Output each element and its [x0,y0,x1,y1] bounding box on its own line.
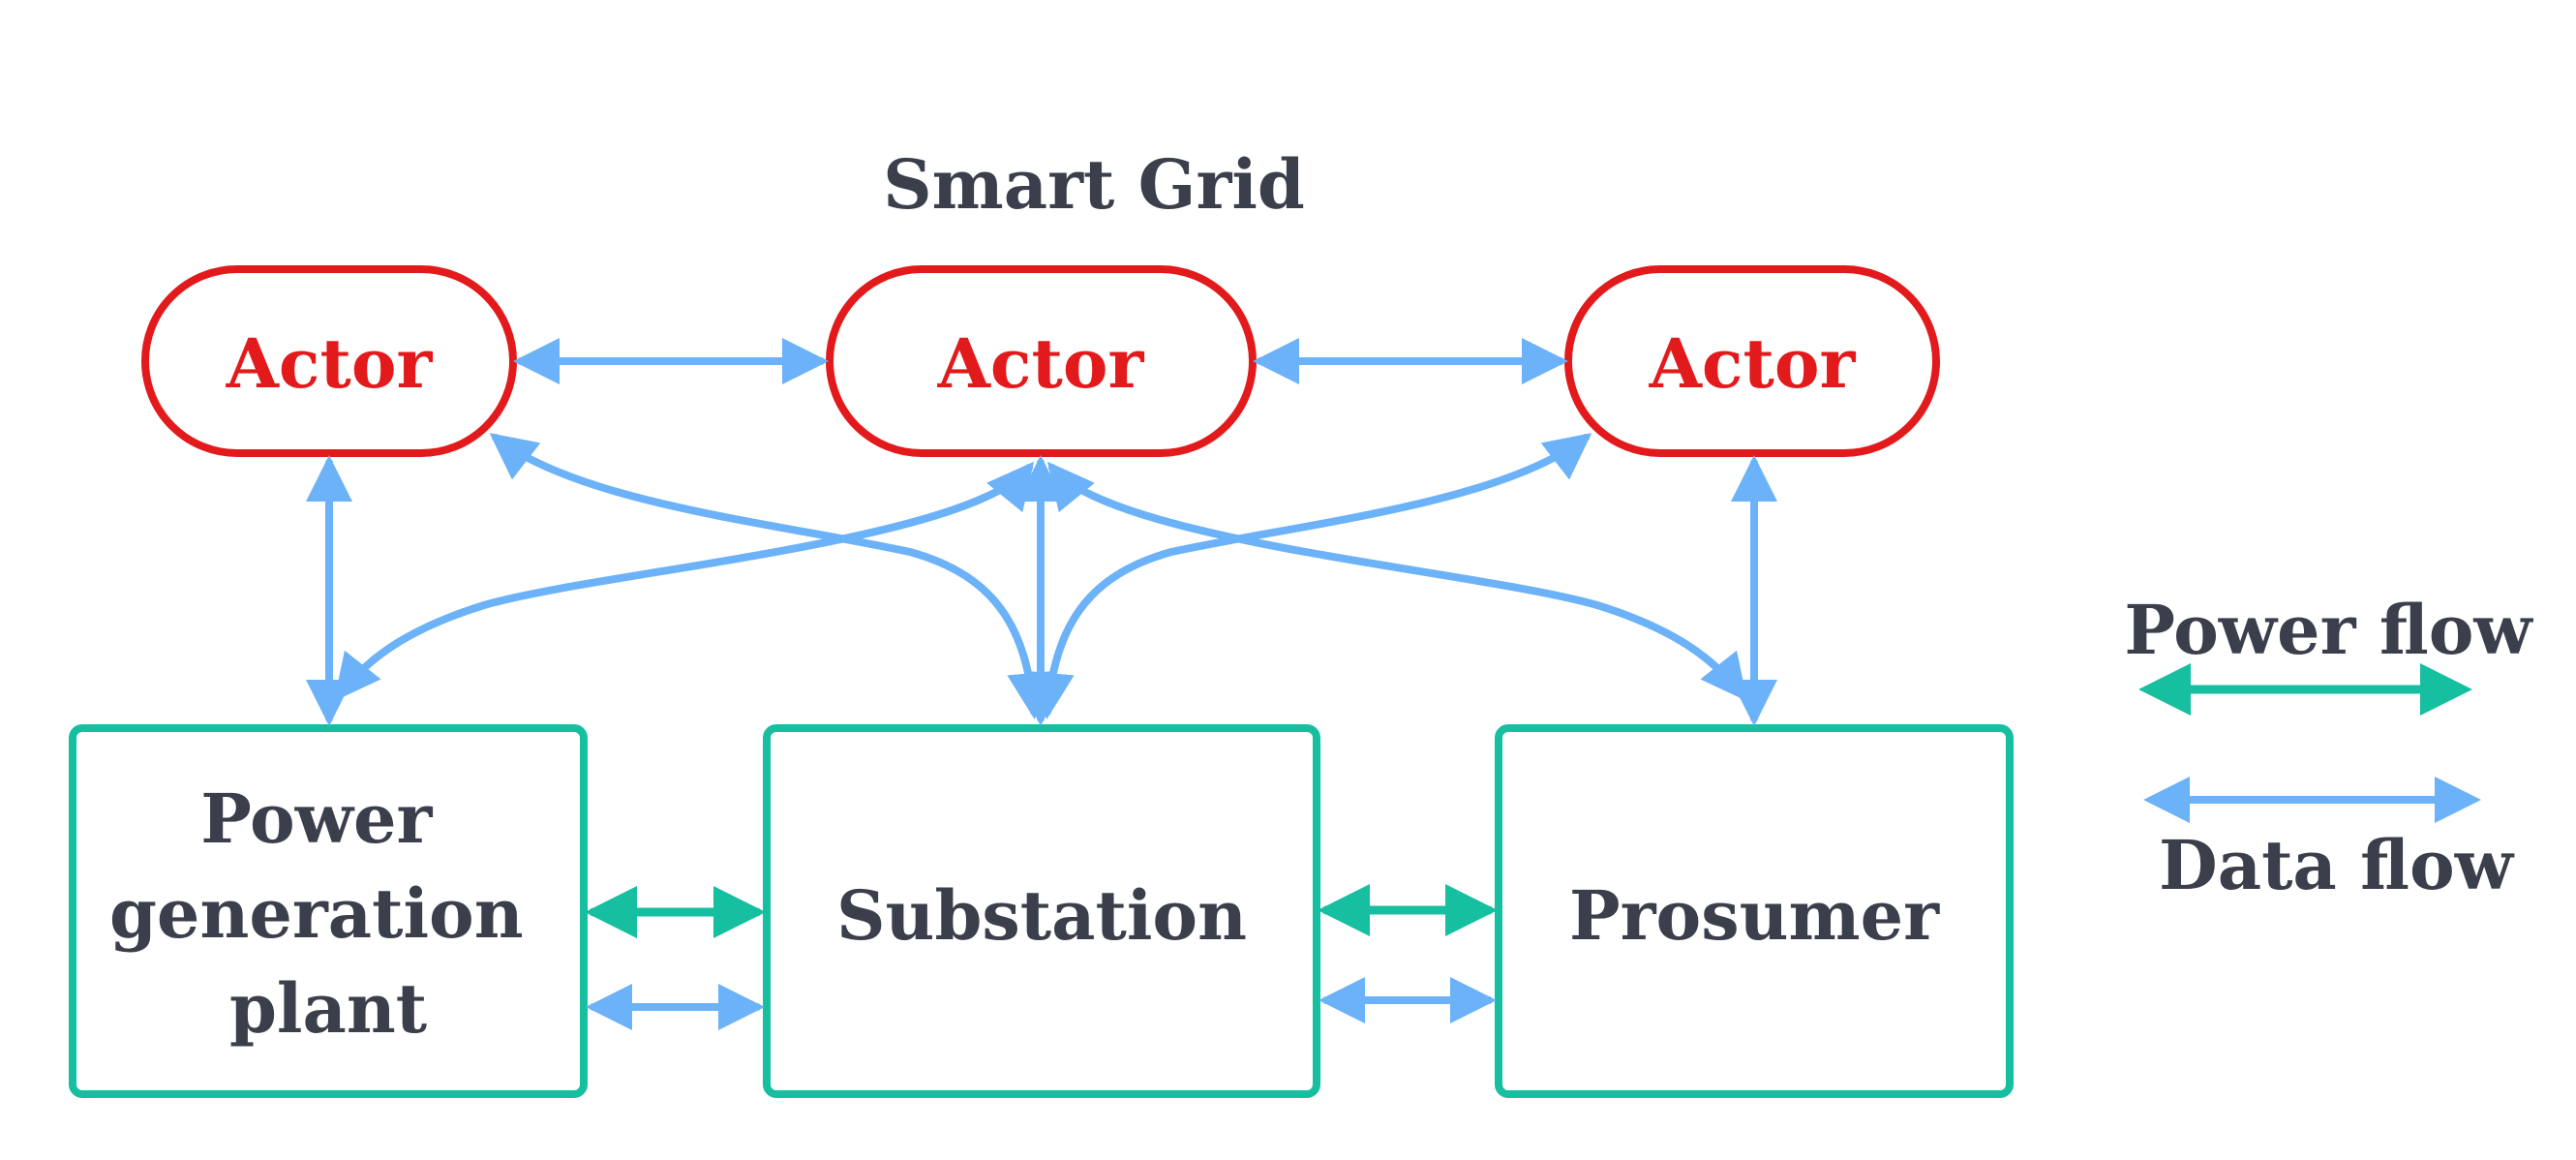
legend: Power flow Data flow [2124,590,2533,905]
node-power-generation-plant-line-1: Power [200,778,433,859]
actor-left-label: Actor [226,323,434,404]
legend-power-flow-label: Power flow [2124,590,2533,670]
data-flow-actor-left-to-substation [489,433,1054,719]
node-power-generation-plant: Power generation plant [69,724,588,1098]
actor-right: Actor [1564,265,1940,457]
node-substation: Substation [763,724,1320,1098]
data-flow-actor-right-to-substation [1027,433,1592,719]
data-flow-actor-center-to-plant [334,461,1035,702]
node-prosumer-label: Prosumer [1569,875,1940,956]
svg-text:Power generation p: Power generation plant [109,778,547,1049]
legend-data-flow-label: Data flow [2159,825,2515,905]
actor-center: Actor [826,265,1257,457]
actor-right-label: Actor [1649,323,1857,404]
node-prosumer: Prosumer [1495,724,2014,1098]
actor-center-label: Actor [937,323,1145,404]
node-power-generation-plant-line-2: generation [109,873,524,954]
actor-left: Actor [141,265,517,457]
data-flow-actor-center-to-prosumer [1046,461,1747,702]
node-substation-label: Substation [836,875,1247,956]
node-power-generation-plant-line-3: plant [229,968,427,1049]
diagram-title: Smart Grid [883,144,1305,225]
